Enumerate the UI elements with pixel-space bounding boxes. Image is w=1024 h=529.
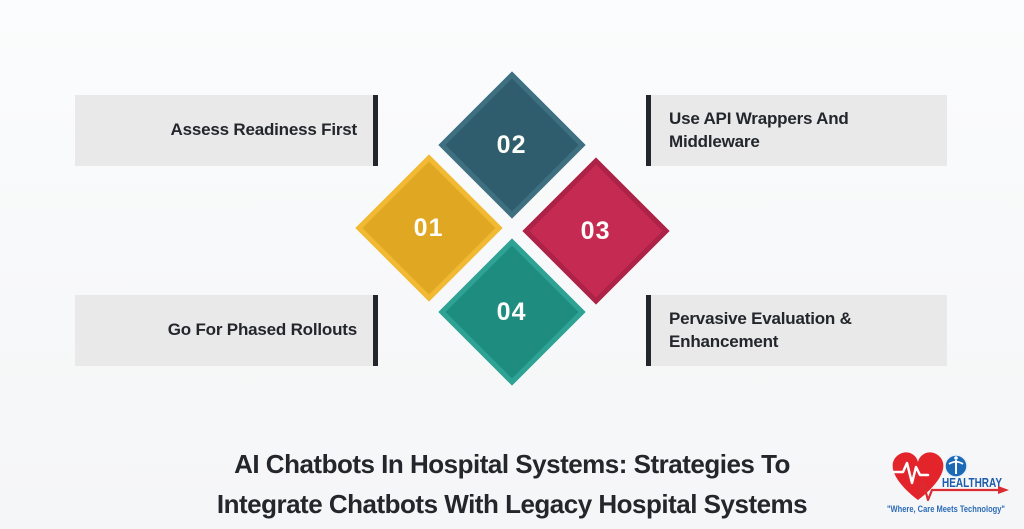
brand-name: HEALTHRAY — [942, 475, 1002, 490]
step-label: Assess Readiness First — [170, 120, 358, 140]
arrow-head-icon — [998, 486, 1009, 494]
caduceus-top-icon — [954, 456, 958, 460]
healthray-logo: HEALTHRAY "Where, Care Meets Technology" — [887, 452, 1009, 514]
arrow-ekg-icon — [916, 480, 1000, 502]
step-label-box-phased-rollouts: Go For Phased Rollouts — [75, 295, 378, 366]
page-title-line1: AI Chatbots In Hospital Systems: Strateg… — [234, 449, 790, 479]
page-title: AI Chatbots In Hospital Systems: Strateg… — [0, 444, 1024, 524]
step-label-box-api-wrappers: Use API Wrappers And Middleware — [646, 95, 947, 166]
caduceus-wings-icon — [948, 460, 964, 465]
step-label: Pervasive Evaluation & Enhancement — [669, 309, 852, 351]
step-label: Go For Phased Rollouts — [167, 320, 357, 340]
page-title-line2: Integrate Chatbots With Legacy Hospital … — [216, 489, 808, 519]
step-number: 03 — [581, 216, 611, 245]
step-label-box-assess-readiness: Assess Readiness First — [75, 95, 378, 166]
step-number: 02 — [497, 130, 527, 159]
step-number: 01 — [414, 213, 444, 242]
ekg-line-icon — [892, 461, 930, 485]
step-number: 04 — [497, 297, 527, 326]
step-label: Use API Wrappers And Middleware — [669, 109, 849, 151]
brand-tagline: "Where, Care Meets Technology" — [887, 504, 1005, 514]
step-label-box-pervasive-evaluation: Pervasive Evaluation & Enhancement — [646, 295, 947, 366]
